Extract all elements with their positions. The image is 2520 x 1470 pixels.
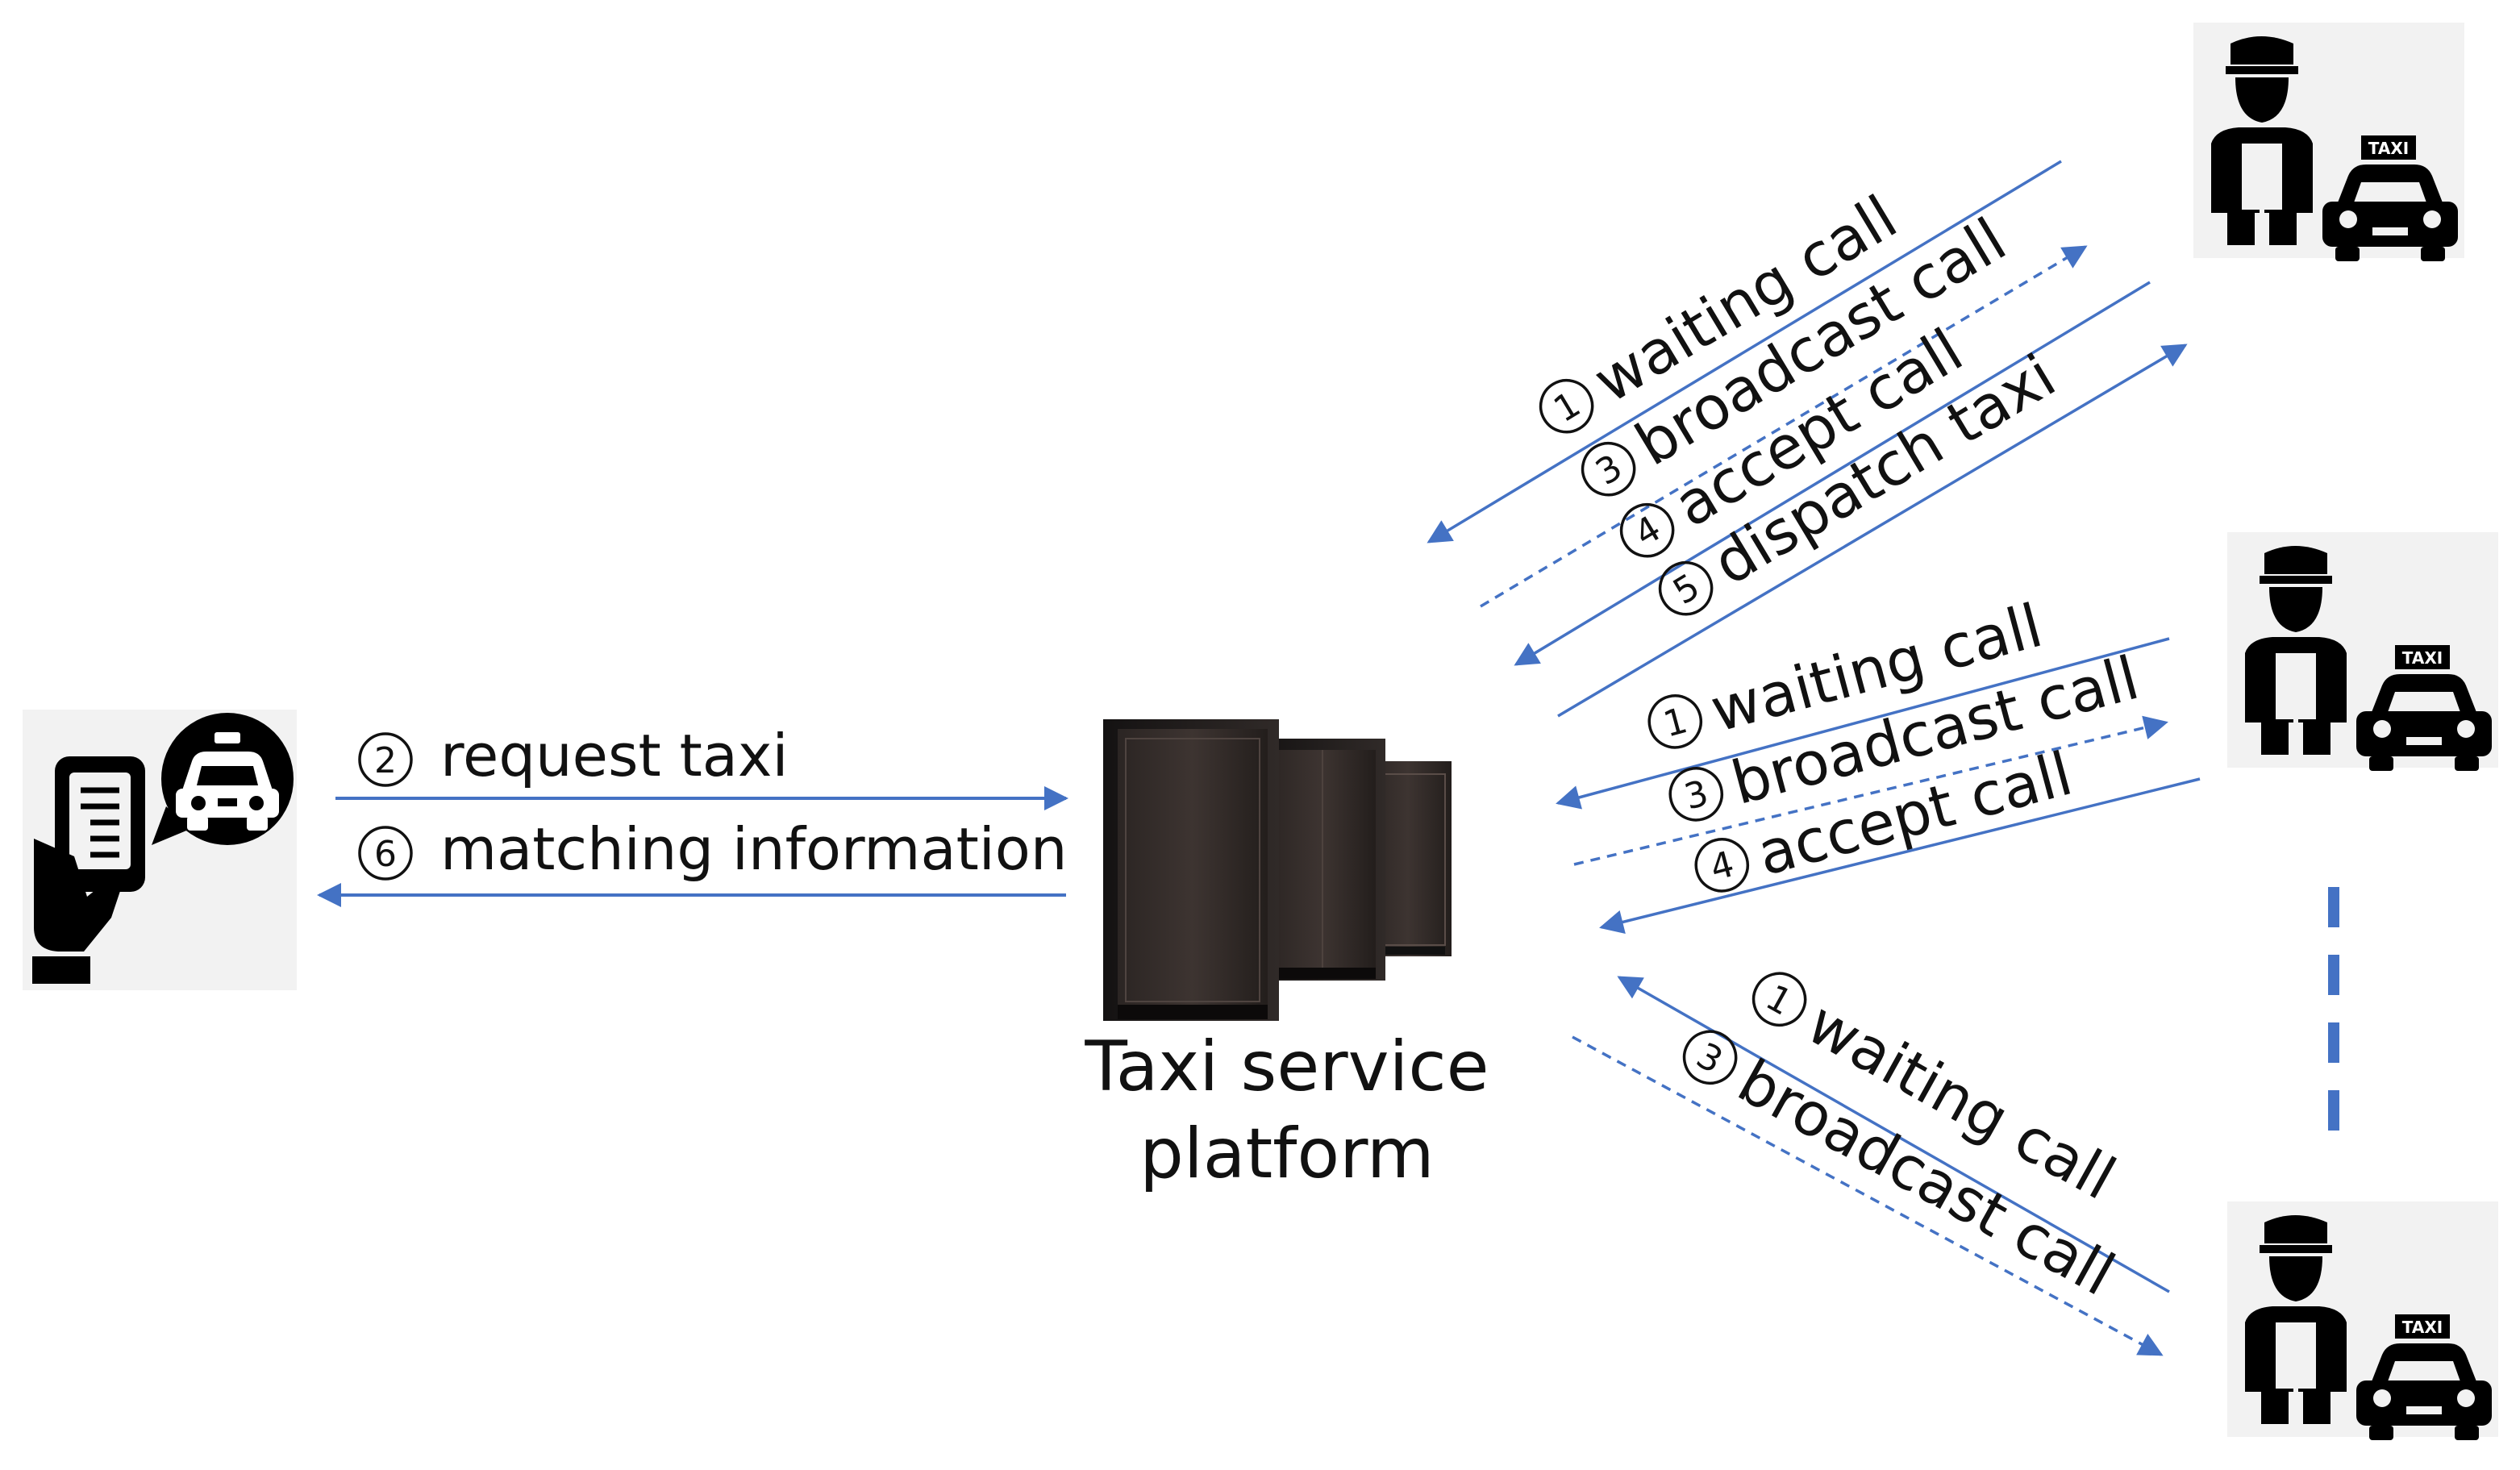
driver3-broadcast-call-number: 3 (1689, 1035, 1729, 1081)
driver3-waiting-call-arrow (1617, 976, 2170, 1293)
request-taxi-label: 2 request taxi (358, 722, 789, 789)
matching-information-label: 6 matching information (358, 815, 1067, 883)
taxi-sign-text-1: TAXI (2368, 139, 2409, 158)
platform-label-line1: Taxi service (1084, 1027, 1489, 1107)
driver1-waiting-call-arrow (1427, 160, 2062, 543)
request-taxi-text: request taxi (440, 722, 789, 789)
request-taxi-number: 2 (374, 740, 397, 781)
driver2-broadcast-call-number: 3 (1681, 772, 1713, 818)
driver1-dispatch-taxi-number: 5 (1666, 566, 1706, 613)
matching-information-number: 6 (374, 834, 397, 875)
server-rack-icon (1103, 719, 1452, 1021)
taxi-driver-icon-2: TAXI (2227, 532, 2498, 771)
platform-label-line2: platform (1139, 1114, 1434, 1194)
taxi-driver-icon-3: TAXI (2227, 1201, 2498, 1440)
driver2-accept-call-arrow (1599, 777, 2201, 935)
taxi-sign-text-2: TAXI (2402, 648, 2443, 668)
server-rack-large (1103, 719, 1279, 1021)
driver1-accept-call-arrow (1514, 281, 2151, 666)
taxi-sign-text-3: TAXI (2402, 1318, 2443, 1337)
driver1-waiting-call-number: 1 (1547, 384, 1587, 431)
matching-information-text: matching information (440, 815, 1067, 883)
driver2-accept-call-number: 4 (1706, 843, 1739, 889)
driver1-dispatch-taxi-arrow (1557, 344, 2188, 718)
driver1-broadcast-call-number: 3 (1589, 447, 1629, 493)
passenger-hand-phone-taxi-icon (23, 710, 297, 990)
driver3-waiting-call-number: 1 (1759, 977, 1798, 1023)
driver2-waiting-call-number: 1 (1660, 700, 1692, 746)
driver2-waiting-call-arrow (1556, 637, 2170, 810)
taxi-driver-icon-1: TAXI (2193, 23, 2464, 261)
